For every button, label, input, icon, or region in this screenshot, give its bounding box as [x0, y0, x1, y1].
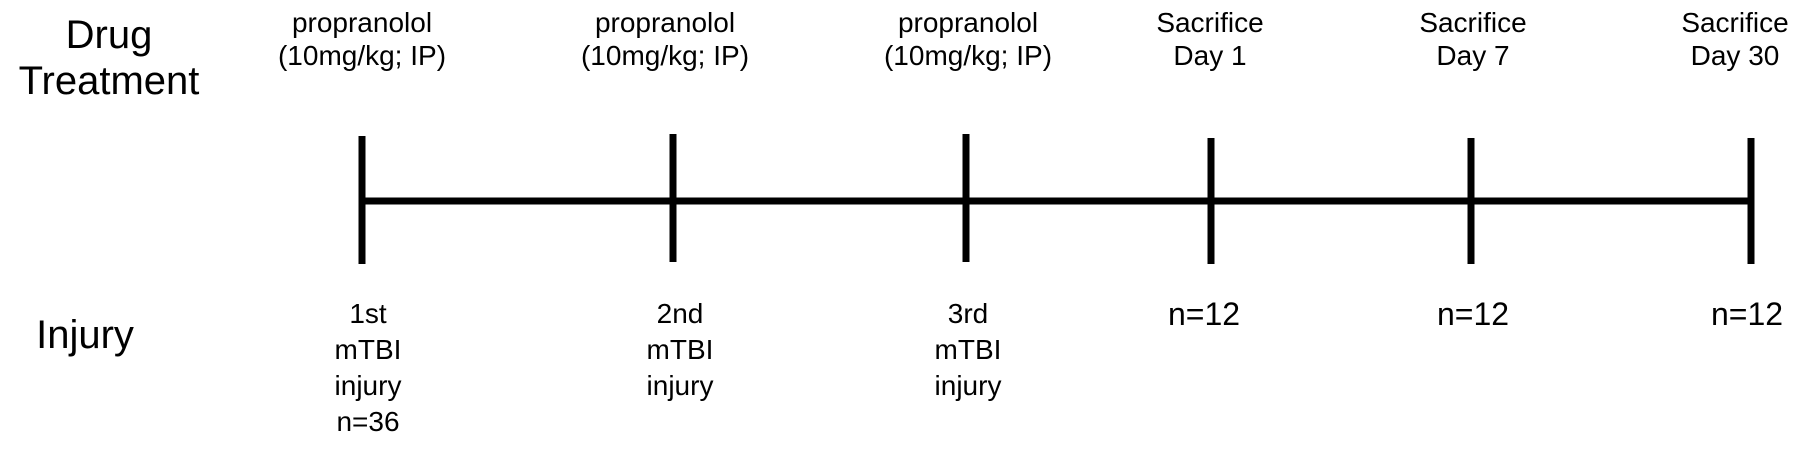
event-1-treatment: propranolol (10mg/kg; IP) — [278, 6, 446, 72]
event-6-count: n=12 — [1711, 296, 1783, 332]
event-3-injury: 3rd mTBI injury — [935, 296, 1002, 404]
event-3-injury-line-3: injury — [934, 370, 1002, 401]
event-3-injury-line-2: mTBI — [934, 334, 1002, 365]
event-1-treatment-line-1: propranolol — [291, 7, 433, 38]
event-1-injury-line-2: mTBI — [334, 334, 402, 365]
event-2-injury-line-2: mTBI — [646, 334, 714, 365]
event-3-treatment: propranolol (10mg/kg; IP) — [884, 6, 1052, 72]
event-1-injury-line-4: n=36 — [336, 406, 400, 437]
event-1-injury-line-3: injury — [334, 370, 402, 401]
event-4-sacrifice: Sacrifice Day 1 — [1156, 6, 1263, 72]
event-2-treatment: propranolol (10mg/kg; IP) — [581, 6, 749, 72]
event-6-count-line-1: n=12 — [1710, 296, 1784, 332]
event-5-count-line-1: n=12 — [1436, 296, 1510, 332]
event-5-count: n=12 — [1437, 296, 1509, 332]
event-6-sacrifice: Sacrifice Day 30 — [1681, 6, 1788, 72]
event-2-treatment-line-2: (10mg/kg; IP) — [580, 40, 750, 71]
event-2-injury: 2nd mTBI injury — [647, 296, 714, 404]
event-1-injury-line-1: 1st — [349, 298, 387, 329]
event-4-count: n=12 — [1168, 296, 1240, 332]
event-5-sacrifice: Sacrifice Day 7 — [1419, 6, 1526, 72]
drug-treatment-label-line-2: Treatment — [18, 59, 200, 103]
event-2-injury-line-1: 2nd — [656, 298, 704, 329]
event-5-sacrifice-line-2: Day 7 — [1436, 40, 1510, 71]
event-4-sacrifice-line-2: Day 1 — [1173, 40, 1247, 71]
event-4-count-line-1: n=12 — [1167, 296, 1241, 332]
drug-treatment-label: Drug Treatment — [4, 12, 214, 104]
event-3-treatment-line-2: (10mg/kg; IP) — [883, 40, 1053, 71]
event-1-injury: 1st mTBI injury n=36 — [335, 296, 402, 440]
event-3-treatment-line-1: propranolol — [897, 7, 1039, 38]
event-6-sacrifice-line-1: Sacrifice — [1681, 7, 1789, 38]
injury-label: Injury — [36, 313, 134, 357]
event-3-injury-line-1: 3rd — [947, 298, 989, 329]
event-5-sacrifice-line-1: Sacrifice — [1419, 7, 1527, 38]
event-1-treatment-line-2: (10mg/kg; IP) — [277, 40, 447, 71]
drug-treatment-label-line-1: Drug — [65, 13, 153, 57]
event-4-sacrifice-line-1: Sacrifice — [1156, 7, 1264, 38]
event-6-sacrifice-line-2: Day 30 — [1690, 40, 1780, 71]
event-2-injury-line-3: injury — [646, 370, 714, 401]
event-2-treatment-line-1: propranolol — [594, 7, 736, 38]
